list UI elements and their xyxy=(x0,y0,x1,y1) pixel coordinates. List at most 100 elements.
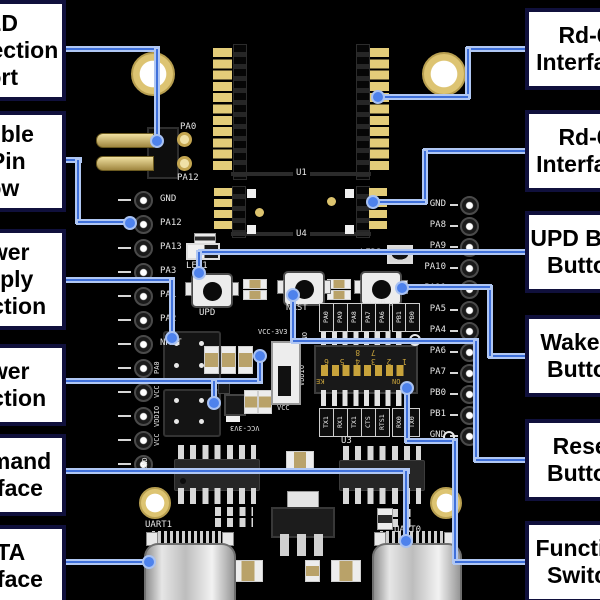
pin-label: PB1 xyxy=(429,409,446,419)
button-tab xyxy=(277,280,284,294)
silk-tick xyxy=(450,351,458,353)
nrst-button-label: NRST xyxy=(286,303,308,313)
u1-ref-label: U1 xyxy=(293,168,310,178)
callout-line: Interface xyxy=(536,151,600,177)
header-pin xyxy=(96,156,154,171)
callout-line: Double xyxy=(0,121,34,147)
callout-line: Supply xyxy=(0,266,34,292)
usb-c-uart0 xyxy=(372,543,462,600)
pin-label: GND xyxy=(160,194,177,204)
silk-tick xyxy=(450,372,458,374)
soic-ic-right xyxy=(339,460,425,491)
pin-hole xyxy=(134,383,153,402)
wire-dot xyxy=(123,216,137,230)
header-pin xyxy=(96,133,154,148)
jumper-pin xyxy=(199,363,204,368)
wire-dot xyxy=(399,534,413,548)
qfn-ic xyxy=(224,394,246,416)
dip-pins-bottom xyxy=(321,390,407,406)
dip-on-label: ON xyxy=(392,377,401,385)
callout-function-switch: Function Switch xyxy=(525,521,600,600)
callout-line: Power xyxy=(0,239,30,265)
callout-line: Interface xyxy=(0,475,43,501)
pin-label-vertical: VCC xyxy=(153,433,161,447)
header-pad xyxy=(177,132,192,147)
pin-row-right: GND xyxy=(408,196,486,215)
dip-top-label: PA8 xyxy=(347,303,362,332)
pad-grid xyxy=(215,518,253,527)
wire xyxy=(378,94,470,100)
dip-bottom-label: TX1 xyxy=(347,408,362,437)
u3-ref-label: U3 xyxy=(341,436,352,446)
callout-line: Wakeup xyxy=(540,329,600,355)
wire xyxy=(75,158,81,224)
wire xyxy=(60,378,263,384)
wire xyxy=(60,277,175,283)
capacitor xyxy=(243,279,267,289)
pin-label: PA4 xyxy=(429,325,446,335)
regulator-leg xyxy=(280,534,289,556)
callout-double-12pin-row: Double 12Pin Row xyxy=(0,111,66,212)
pin-row-right: PA8 xyxy=(408,217,486,236)
header-pad xyxy=(177,156,192,171)
pin-hole xyxy=(134,311,153,330)
callout-line: Interface xyxy=(536,49,600,75)
dip-top-label: PA9 xyxy=(333,303,348,332)
dip-top-label: PA0 xyxy=(319,303,334,332)
wire-dot xyxy=(165,331,179,345)
wire-dot xyxy=(192,266,206,280)
u4-ref-label: U4 xyxy=(293,229,310,239)
pin-hole xyxy=(460,196,479,215)
silk-tick xyxy=(118,391,131,393)
callout-line: Function xyxy=(535,535,600,561)
regulator-leg xyxy=(314,534,323,556)
pin-label: PA10 xyxy=(424,262,446,272)
wire xyxy=(452,439,458,564)
button-tab xyxy=(324,280,331,294)
u4-corner-mark xyxy=(247,189,256,198)
silk-tick xyxy=(450,204,458,206)
silk-tick xyxy=(118,271,131,273)
callout-wakeup-button: Wakeup Button xyxy=(525,315,600,397)
callout-power-selection: Power Selection xyxy=(0,344,66,426)
callout-line: Button xyxy=(546,356,600,382)
callout-line: Button xyxy=(546,252,600,278)
callout-line: Selection xyxy=(0,293,47,319)
jumper-pin xyxy=(199,398,204,403)
wire xyxy=(487,285,493,358)
pin-label: PA6 xyxy=(429,346,446,356)
vcc3v3-label: VCC-3V3 xyxy=(258,328,288,336)
button-cap xyxy=(203,281,222,301)
button-tab xyxy=(185,282,192,296)
ic-legs xyxy=(343,488,421,504)
wire xyxy=(169,278,175,338)
wire xyxy=(290,295,296,343)
silk-tick xyxy=(118,463,131,465)
mount-hole-bottom-left xyxy=(139,487,171,519)
pad-grid xyxy=(380,519,414,527)
pin-label: PA5 xyxy=(429,304,446,314)
wire xyxy=(403,469,409,542)
smd-pad xyxy=(226,416,240,422)
wire xyxy=(473,339,479,462)
pin-hole xyxy=(134,335,153,354)
capacitor xyxy=(258,390,272,414)
pin-label: PB0 xyxy=(429,388,446,398)
silk-tick xyxy=(450,225,458,227)
u4-gold-dot xyxy=(327,197,336,206)
mount-hole-top-right xyxy=(422,52,466,96)
wire-dot xyxy=(150,134,164,148)
jumper-pin xyxy=(199,341,204,346)
capacitor xyxy=(244,390,258,414)
callout-line: Port xyxy=(0,64,18,90)
wire xyxy=(198,249,532,255)
silk-tick xyxy=(118,439,131,441)
wire xyxy=(404,387,410,443)
smd-component xyxy=(377,508,393,530)
silk-tick xyxy=(450,330,458,332)
wire-dot xyxy=(253,349,267,363)
wire-dot xyxy=(207,396,221,410)
pin-label: GND xyxy=(429,430,446,440)
wire xyxy=(60,46,160,52)
